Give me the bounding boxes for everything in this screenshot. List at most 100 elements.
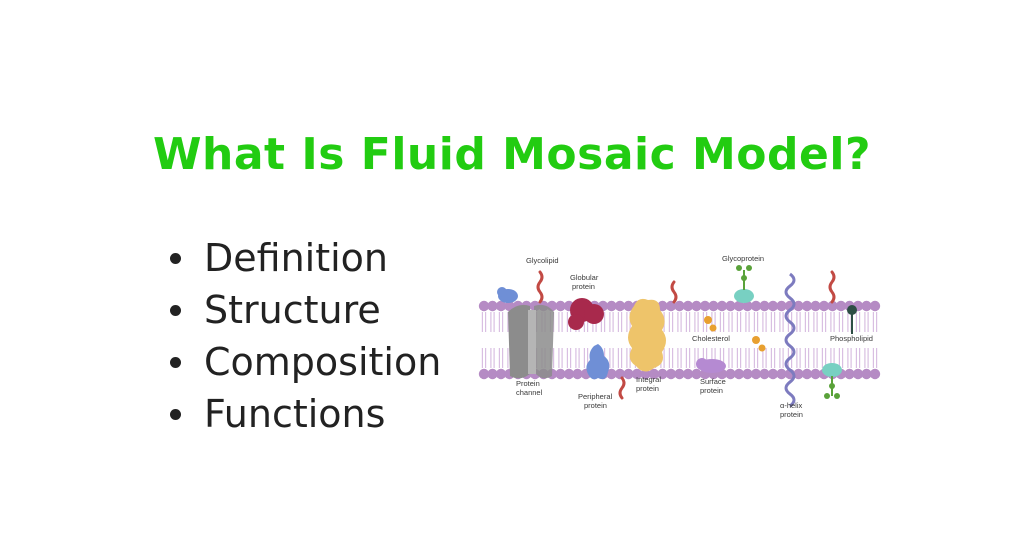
topic-label: Functions <box>204 392 386 436</box>
topic-list-item: Composition <box>168 336 441 388</box>
diagram-label: protein <box>780 410 803 419</box>
diagram-label: Glycoprotein <box>722 254 764 263</box>
lipid-head <box>640 368 651 380</box>
glycolipid-icon <box>618 376 626 400</box>
lipid-head <box>742 368 753 380</box>
lipid-head <box>852 368 864 380</box>
bullet-icon <box>170 409 181 420</box>
lipid-head <box>767 368 779 380</box>
diagram-label: Globular <box>570 273 599 282</box>
lipid-head <box>682 368 694 380</box>
lipid-head <box>614 300 626 312</box>
glycoprotein-icon <box>822 363 842 399</box>
diagram-label: Glycolipid <box>526 256 559 265</box>
topic-label: Structure <box>204 288 381 332</box>
lipid-head <box>869 368 881 380</box>
diagram-label: channel <box>516 388 543 397</box>
lipid-head <box>776 300 787 312</box>
lipid-head <box>623 368 634 380</box>
integral-protein-icon <box>628 298 666 372</box>
lipid-head <box>682 300 694 312</box>
protein-channel-icon <box>508 304 554 379</box>
topic-list-item: Definition <box>168 232 441 284</box>
lipid-head <box>657 368 668 380</box>
lipid-head <box>861 300 872 312</box>
lipid-head <box>776 368 787 380</box>
lipid-head <box>801 300 813 312</box>
lipid-head <box>555 300 566 312</box>
peripheral-protein-icon <box>497 287 518 303</box>
lipid-head <box>759 368 770 380</box>
membrane-diagram: Glycolipid Globular protein Glycoprotein… <box>478 254 881 419</box>
bullet-icon <box>170 305 181 316</box>
lipid-head <box>614 368 626 380</box>
diagram-label: protein <box>636 384 659 393</box>
lipid-head <box>478 300 490 312</box>
lipid-head <box>801 368 813 380</box>
topic-list: Definition Structure Composition Functio… <box>168 232 441 440</box>
lipid-head <box>487 368 498 380</box>
topic-list-item: Functions <box>168 388 441 440</box>
lipid-head <box>810 300 821 312</box>
bullet-icon <box>170 253 181 264</box>
lipid-head <box>674 368 685 380</box>
lipid-head <box>631 368 643 380</box>
lipid-head <box>665 368 677 380</box>
globular-protein-icon <box>568 298 604 330</box>
lipid-head <box>674 300 685 312</box>
lipid-head <box>716 300 728 312</box>
lipid-head <box>793 368 804 380</box>
lipid-head <box>750 300 762 312</box>
topic-label: Definition <box>204 236 389 280</box>
page-title: What Is Fluid Mosaic Model? <box>153 129 871 181</box>
cholesterol-icon <box>704 316 766 352</box>
lipid-head <box>478 368 490 380</box>
lipid-head <box>759 300 770 312</box>
lipid-head <box>810 368 821 380</box>
lipid-head <box>623 300 634 312</box>
diagram-label: Integral <box>636 375 661 384</box>
bullet-icon <box>170 357 181 368</box>
lipid-head <box>818 300 830 312</box>
lipid-head <box>742 300 753 312</box>
diagram-label: Peripheral <box>578 392 613 401</box>
phospholipid-bilayer <box>478 300 881 380</box>
topic-label: Composition <box>204 340 442 384</box>
lipid-head <box>725 368 736 380</box>
glycolipid-icon <box>828 270 836 304</box>
alpha-helix-protein-icon <box>784 272 796 408</box>
lipid-head <box>606 368 617 380</box>
lipid-head <box>733 300 745 312</box>
lipid-head <box>861 368 872 380</box>
lipid-head <box>648 368 660 380</box>
phospholipid-icon <box>847 305 857 334</box>
diagram-label: Surface <box>700 377 726 386</box>
lipid-head <box>793 300 804 312</box>
lipid-head <box>691 300 702 312</box>
glycoprotein-icon <box>734 265 754 303</box>
lipid-head <box>750 368 762 380</box>
lipid-head <box>487 300 498 312</box>
lipid-head <box>699 300 711 312</box>
lipid-head <box>691 368 702 380</box>
lipid-head <box>606 300 617 312</box>
lipid-head <box>572 368 583 380</box>
lipid-head <box>495 368 507 380</box>
peripheral-protein-icon <box>586 344 610 380</box>
diagram-label: Phospholipid <box>830 334 873 343</box>
glycolipid-icon <box>536 270 544 304</box>
diagram-label: protein <box>700 386 723 395</box>
lipid-head <box>725 300 736 312</box>
surface-protein-icon <box>696 358 726 373</box>
diagram-label: α-helix <box>780 401 803 410</box>
lipid-head <box>708 300 719 312</box>
glycolipid-icon <box>670 280 678 304</box>
diagram-label: protein <box>572 282 595 291</box>
topic-list-item: Structure <box>168 284 441 336</box>
lipid-head <box>835 300 847 312</box>
diagram-label: protein <box>584 401 607 410</box>
lipid-head <box>563 368 575 380</box>
lipid-head <box>767 300 779 312</box>
lipid-head <box>844 368 855 380</box>
lipid-head <box>733 368 745 380</box>
